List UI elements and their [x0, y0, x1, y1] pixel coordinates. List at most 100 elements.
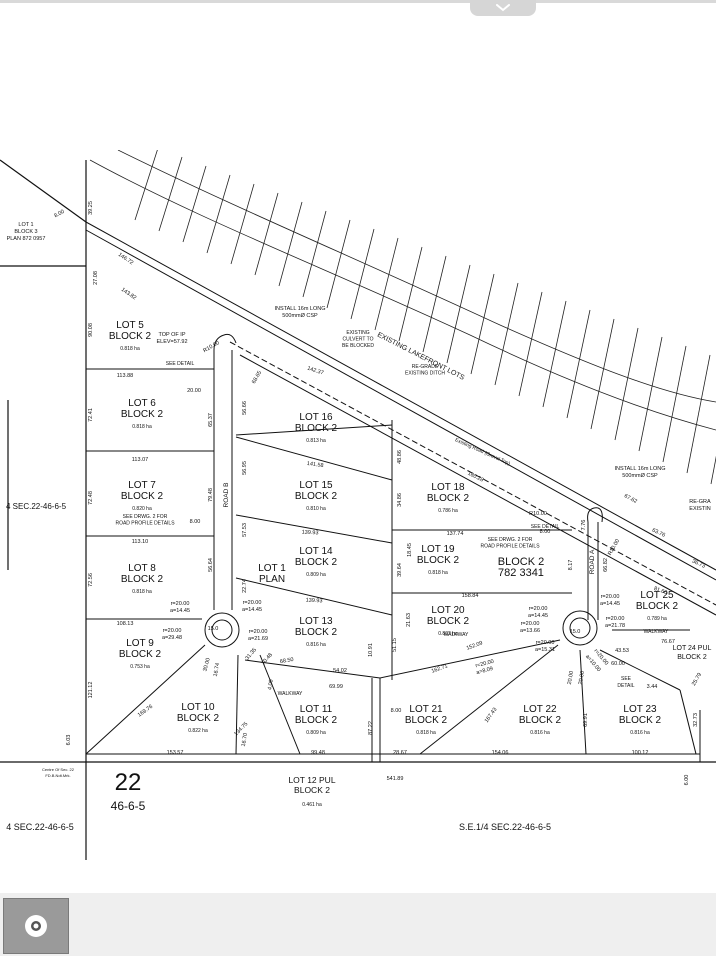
lot-area-lot14: 0.809 ha [306, 572, 326, 578]
see-detail-note-right: SEE [621, 676, 632, 682]
see-drawing-note-1: ROAD PROFILE DETAILS [115, 521, 175, 527]
existing-culvert-note: CULVERT TO [343, 337, 374, 343]
install-csp-note-2: INSTALL 16m LONG [614, 466, 665, 472]
install-csp-note-1: INSTALL 16m LONG [274, 306, 325, 312]
dimension-label: 143.82 [120, 287, 137, 301]
dimension-label: r=20.00 [606, 616, 625, 622]
lot-label-lot10: BLOCK 2 [177, 713, 220, 724]
meridian-label: 46-6-5 [111, 799, 146, 813]
dimension-label: 169.76 [137, 704, 154, 719]
dimension-label: 25.79 [691, 672, 703, 687]
lot-hatch-line [518, 291, 543, 397]
lot-label-lot19: LOT 19 [421, 544, 455, 555]
dimension-label: 162.71 [431, 663, 449, 674]
install-csp-note-2: 500mmØ CSP [622, 473, 658, 479]
lot-label-lot21: BLOCK 2 [405, 715, 448, 726]
dimension-label: 100.12 [632, 750, 649, 756]
lot-area-lot23: 0.816 ha [630, 730, 650, 736]
dimension-label: r=20.00 [521, 621, 540, 627]
see-drawing-note-2: ROAD PROFILE DETAILS [480, 544, 540, 550]
dimension-label: a=15.31 [535, 647, 555, 653]
lot-hatch-line [638, 336, 663, 452]
existing-culvert-note: EXISTING [346, 330, 369, 336]
lot-hatch-line [182, 165, 207, 243]
camera-icon [25, 915, 47, 937]
lot-label-lot13: BLOCK 2 [295, 627, 338, 638]
dimension-label: 66.82 [603, 558, 609, 572]
section-number: 22 [115, 769, 142, 796]
lot-hatch-line [398, 246, 423, 342]
lot-label-lot11: LOT 11 [300, 704, 333, 715]
lot-label-lot8: BLOCK 2 [121, 574, 164, 585]
lot12-label: BLOCK 2 [294, 785, 330, 795]
lot-hatch-line [422, 255, 447, 353]
lot-hatch-line [134, 150, 158, 221]
lot-label-lot18: LOT 18 [431, 482, 465, 493]
corner-lot-label: PLAN 872 0957 [7, 236, 46, 242]
dimension-label: 20.00 [578, 671, 586, 686]
walkway-label-1: WALKWAY [278, 691, 303, 697]
dimension-label: 6.03 [66, 735, 72, 746]
dimension-label: 8.17 [568, 560, 574, 571]
lot-label-lot16: BLOCK 2 [295, 423, 338, 434]
top-of-ip-note: TOP OF IP [159, 332, 186, 338]
section-lines [0, 159, 716, 860]
dimension-label: 56.95 [242, 461, 248, 475]
dimension-label: 113.10 [132, 539, 148, 545]
lot24-label: BLOCK 2 [677, 654, 707, 661]
lot12-area: 0.461 ha [302, 802, 322, 808]
lot-hatch-line [662, 345, 687, 463]
dimension-label: 34.86 [397, 493, 403, 507]
lot-label-lot25: LOT 25 [640, 590, 674, 601]
dimension-label: 32.73 [693, 713, 699, 727]
dimension-label: 158.84 [462, 593, 479, 599]
dimension-label: r=20.00 [171, 601, 190, 607]
dimension-label: 30.00 [202, 657, 211, 672]
dimension-label: 121.12 [88, 682, 94, 699]
dimension-label: R10.00 [607, 538, 621, 556]
lot-label-lot23: BLOCK 2 [619, 715, 662, 726]
dimension-label: 16.70 [241, 733, 249, 748]
lot-label-lot18: BLOCK 2 [427, 493, 470, 504]
lot-label-lot14: LOT 14 [299, 546, 333, 557]
walkway-label-3: WALKWAY [644, 629, 669, 635]
see-detail-note-1: SEE DETAIL [166, 361, 195, 367]
dimension-label: 113.88 [117, 373, 133, 379]
page-thumbnail[interactable] [3, 898, 69, 954]
dimension-label: 31.35 [245, 647, 258, 661]
lot-hatch-line [446, 264, 471, 364]
lot-label-lot22: LOT 22 [523, 704, 557, 715]
chevron-down-icon [496, 4, 510, 12]
lot-hatch-line [710, 455, 716, 485]
dimension-label: 57.53 [242, 523, 248, 537]
centre-of-section-note: FD.B.Ndt.Mrk. [45, 773, 70, 778]
dimension-label: 39.64 [397, 563, 403, 577]
lot-hatch-line [686, 354, 711, 474]
lot-area-lot13: 0.816 ha [306, 642, 326, 648]
dimension-label: 154.06 [492, 750, 509, 756]
dimension-label: 21.63 [406, 613, 412, 627]
lot-label-lot8: LOT 8 [128, 563, 156, 574]
see-drawing-note-1: SEE DRWG. 2 FOR [123, 514, 168, 520]
lot-label-lot20: LOT 20 [431, 605, 465, 616]
dimension-label: 87.22 [368, 721, 374, 735]
lot-label-lot10: LOT 10 [181, 702, 215, 713]
lot-hatch-line [542, 300, 567, 408]
collapse-toolbar-button[interactable] [470, 0, 536, 16]
dimension-label: r=20.00 [601, 594, 620, 600]
plan-number-label: BLOCK 2 [498, 556, 544, 568]
dimension-label: 137.74 [447, 531, 464, 537]
regrade-note-right: RE-GRA [689, 499, 711, 505]
centre-of-section-note: Centre Of Sec. 22 [42, 767, 75, 772]
lot-area-lot11: 0.809 ha [306, 730, 326, 736]
lot1-plan-label: LOT 1 [258, 563, 286, 574]
lot1-plan-label: PLAN [259, 574, 285, 585]
walkway-label-2: WALKWAY [444, 632, 469, 638]
dimension-label: 8.00 [540, 529, 551, 535]
regrade-note-right: EXISTIN [689, 506, 710, 512]
dimension-label: r=20.00 [249, 629, 268, 635]
lot-label-lot5: BLOCK 2 [109, 331, 152, 342]
top-of-ip-note: ELEV=57.92 [156, 339, 187, 345]
lot-label-lot11: BLOCK 2 [295, 715, 338, 726]
